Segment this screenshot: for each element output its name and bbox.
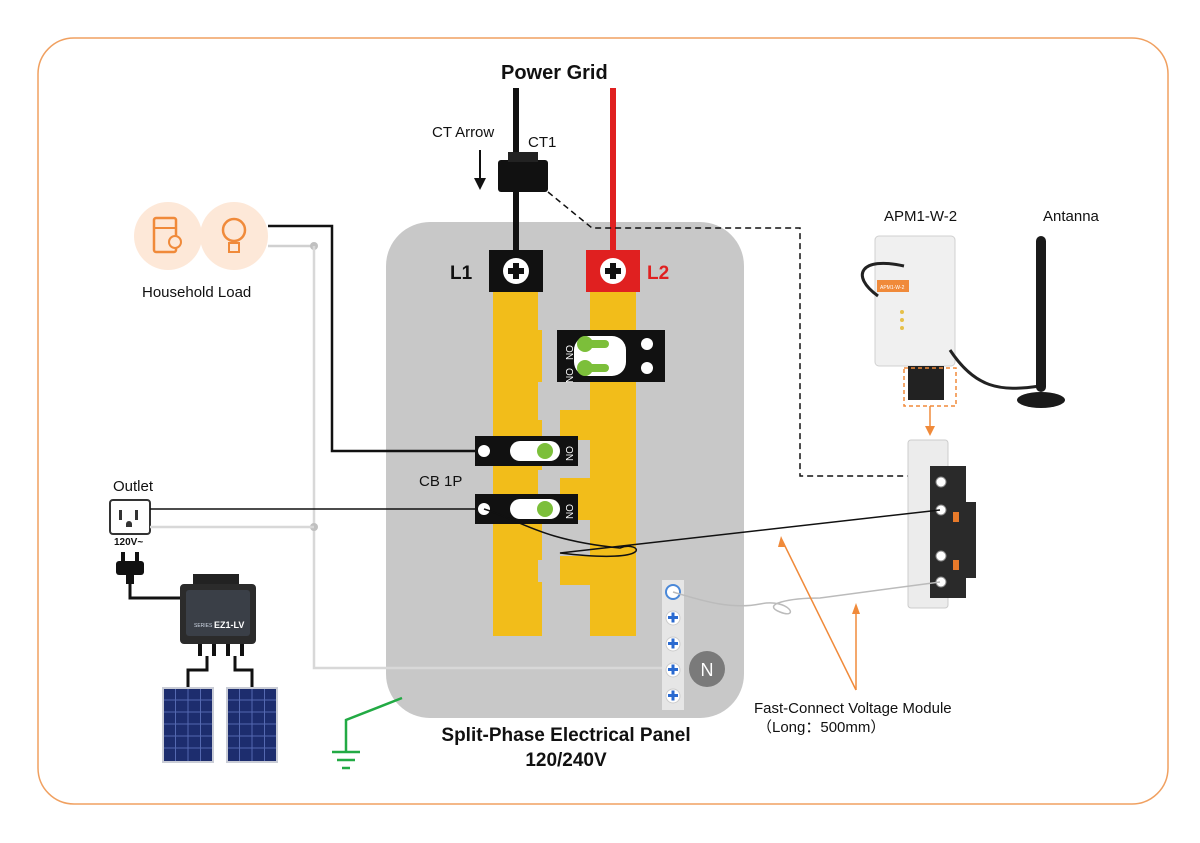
ct-clamp — [498, 152, 548, 192]
lightbulb-icon — [200, 202, 268, 270]
outlet-breaker — [475, 494, 578, 524]
ct-arrow-icon — [474, 150, 486, 190]
electrical-panel — [386, 222, 744, 718]
solar-cable-right — [233, 656, 254, 690]
outlet-label: Outlet — [113, 478, 154, 495]
neutral-return-wire — [312, 246, 662, 670]
double-pole-breaker — [557, 330, 665, 382]
plug-icon — [116, 552, 144, 584]
annotation-arrowhead-2 — [852, 603, 860, 614]
household-breaker — [475, 436, 578, 466]
ct1-label: CT1 — [528, 134, 556, 151]
load-line-wire — [268, 224, 478, 453]
breaker-on-label-1: ON — [563, 345, 574, 360]
panel-title: Split-Phase Electrical Panel — [441, 725, 690, 746]
l1-label: L1 — [450, 263, 473, 284]
household-load-label: Household Load — [142, 284, 251, 301]
apm-meter — [874, 235, 956, 400]
l1-terminal — [489, 250, 543, 292]
ct-signal-wire — [547, 191, 920, 477]
outlet-voltage-label: 120V~ — [114, 537, 143, 548]
antenna-icon — [1017, 236, 1065, 408]
l2-terminal — [586, 250, 640, 292]
microinverter — [180, 574, 256, 656]
apm-antenna-cable — [860, 261, 1041, 390]
ct-arrow-label: CT Arrow — [432, 124, 494, 141]
cb-1p-label: CB 1P — [419, 473, 462, 490]
power-grid-label: Power Grid — [501, 62, 608, 84]
neutral-label: N — [701, 660, 714, 680]
solar-cable-left — [186, 656, 209, 690]
breaker-on-label-2: ON — [563, 368, 574, 383]
apm-small-label: APM1-W-2 — [880, 285, 905, 291]
panel-voltage: 120/240V — [525, 750, 607, 771]
plug-cable — [128, 584, 182, 600]
annotation-arrows — [781, 539, 857, 691]
solar-panel-icon — [162, 687, 278, 763]
antenna-label: Antanna — [1043, 208, 1100, 225]
breaker-on-label-3: ON — [563, 446, 574, 461]
l2-label: L2 — [647, 263, 669, 284]
highlight-down-arrow — [925, 406, 935, 436]
voltage-module-length: （Long：500mm） — [757, 719, 885, 736]
microinverter-series-label: SERIES — [194, 623, 213, 629]
microinverter-brand-label: EZ1-LV — [214, 620, 244, 630]
fast-connect-module — [907, 439, 976, 609]
neutral-voltage-wire — [672, 581, 941, 615]
appliance-icon — [134, 202, 202, 270]
annotation-arrowhead-1 — [778, 536, 786, 547]
voltage-module-label: Fast-Connect Voltage Module — [754, 700, 952, 717]
ground-icon — [332, 696, 403, 770]
outlet-icon — [109, 499, 151, 535]
apm-device-label: APM1-W-2 — [884, 208, 957, 225]
neutral-bar — [662, 580, 725, 710]
breaker-on-label-4: ON — [563, 504, 574, 519]
line-voltage-wire — [483, 508, 941, 558]
